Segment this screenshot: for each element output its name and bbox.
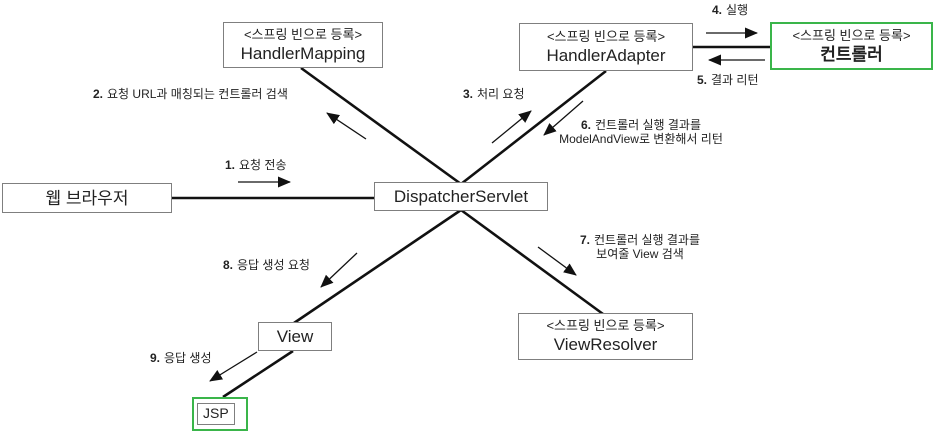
stereotype-label: <스프링 빈으로 등록>: [792, 27, 911, 43]
label-step1: 1.요청 전송: [225, 158, 287, 172]
box-web-browser: 웹 브라우저: [2, 183, 172, 213]
arrow-step2: [326, 112, 367, 140]
label-step5: 5.결과 리턴: [697, 73, 759, 87]
box-view-resolver: <스프링 빈으로 등록> ViewResolver: [518, 313, 693, 360]
arrow-step6: [543, 100, 584, 136]
box-title: HandlerAdapter: [546, 45, 666, 65]
line-dispatcher-viewresolver: [460, 208, 604, 316]
stereotype-label: <스프링 빈으로 등록>: [546, 318, 665, 333]
label-step2: 2.요청 URL과 매칭되는 컨트롤러 검색: [93, 87, 288, 101]
box-jsp: JSP: [197, 403, 235, 425]
box-dispatcher-servlet: DispatcherServlet: [374, 182, 548, 211]
box-title: ViewResolver: [553, 335, 658, 354]
thick-connectors: [172, 45, 770, 399]
step-arrows: [209, 27, 765, 382]
arrow-step3: [491, 110, 532, 144]
line-handleradapter-dispatcher: [460, 69, 607, 186]
line-dispatcher-view: [293, 208, 462, 325]
box-handler-adapter: <스프링 빈으로 등록> HandlerAdapter: [519, 23, 693, 71]
stereotype-label: <스프링 빈으로 등록>: [243, 26, 363, 42]
label-step9: 9.응답 생성: [150, 351, 212, 365]
box-controller: <스프링 빈으로 등록> 컨트롤러: [770, 22, 933, 70]
label-step3: 3.처리 요청: [463, 87, 525, 101]
arrow-step8: [320, 252, 358, 288]
stereotype-label: <스프링 빈으로 등록>: [546, 28, 666, 44]
box-jsp-highlight: JSP: [192, 397, 248, 431]
label-step7: 7.컨트롤러 실행 결과를 보여줄 View 검색: [579, 233, 701, 261]
box-title: 웹 브라우저: [45, 188, 129, 208]
box-title: HandlerMapping: [240, 43, 366, 63]
label-step4: 4.실행: [712, 3, 749, 17]
label-step6: 6.컨트롤러 실행 결과를 ModelAndView로 변환해서 리턴: [559, 118, 723, 146]
box-handler-mapping: <스프링 빈으로 등록> HandlerMapping: [223, 22, 383, 68]
box-title: DispatcherServlet: [393, 187, 529, 206]
line-view-jsp: [222, 349, 294, 399]
arrow-step9: [209, 351, 258, 382]
label-step8: 8.응답 생성 요청: [223, 258, 310, 272]
box-title: JSP: [203, 405, 229, 421]
line-handlermapping-dispatcher: [300, 66, 462, 186]
box-view: View: [258, 322, 332, 351]
box-title: 컨트롤러: [820, 44, 883, 64]
box-title: View: [276, 327, 314, 346]
arrow-step7: [537, 246, 577, 276]
